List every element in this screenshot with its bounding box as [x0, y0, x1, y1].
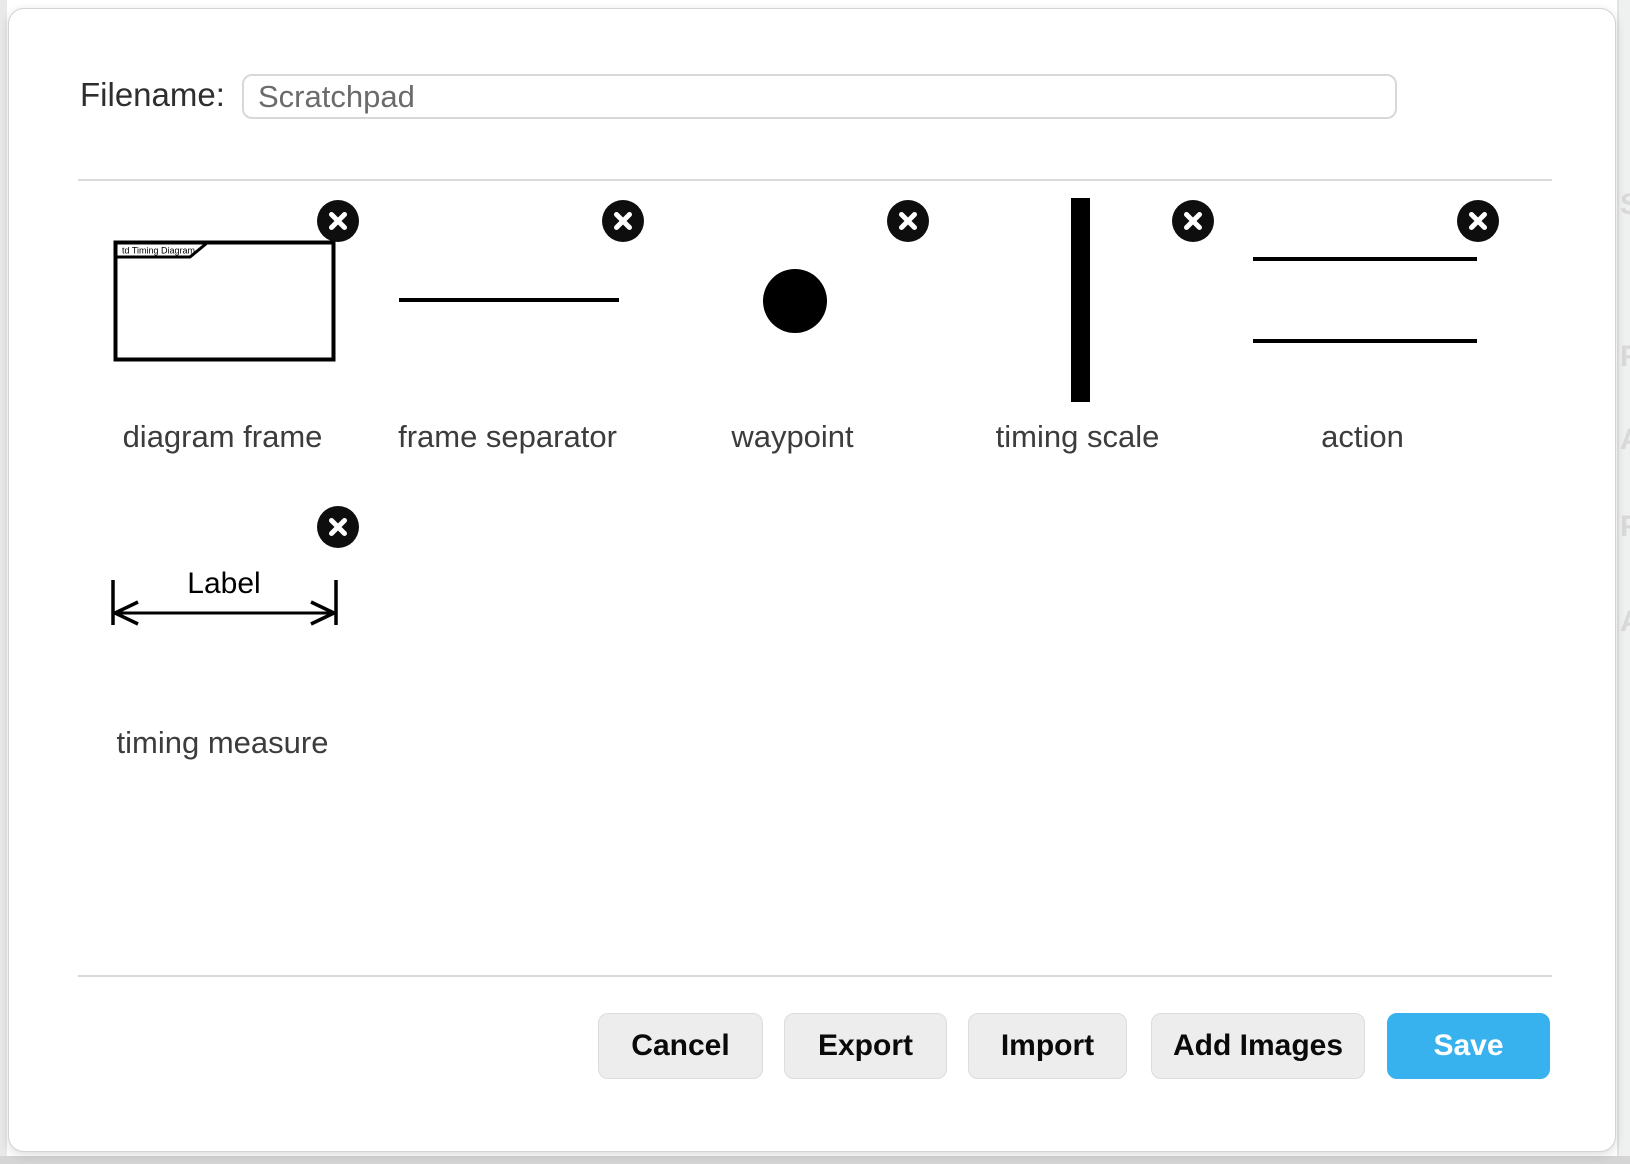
remove-item-button[interactable]	[317, 506, 359, 548]
library-item-diagram-frame[interactable]: td Timing Diagram diagram frame	[80, 190, 365, 496]
image-library-dialog	[8, 8, 1616, 1152]
save-button[interactable]: Save	[1387, 1013, 1550, 1079]
separator-line	[78, 179, 1552, 181]
add-images-button[interactable]: Add Images	[1151, 1013, 1365, 1079]
clipped-background-letter: F	[1620, 340, 1630, 374]
item-label: waypoint	[731, 419, 854, 454]
x-icon	[317, 200, 359, 242]
item-label: timing scale	[995, 419, 1160, 454]
remove-item-button[interactable]	[1457, 200, 1499, 242]
export-button[interactable]: Export	[784, 1013, 947, 1079]
svg-text:td Timing Diagram: td Timing Diagram	[122, 246, 195, 256]
remove-item-button[interactable]	[602, 200, 644, 242]
page-edge-bottom	[0, 1156, 1630, 1164]
frame-separator-icon	[399, 298, 619, 302]
x-icon	[1457, 200, 1499, 242]
item-label: diagram frame	[122, 419, 323, 454]
filename-label: Filename:	[80, 76, 225, 113]
filename-input[interactable]	[242, 74, 1397, 119]
x-icon	[887, 200, 929, 242]
library-item-timing-scale[interactable]: timing scale	[935, 190, 1220, 496]
clipped-background-letter: A	[1620, 423, 1630, 457]
clipped-background-letter: S	[1620, 188, 1630, 222]
item-label: frame separator	[398, 419, 617, 454]
timing-scale-icon	[1071, 198, 1090, 402]
import-button[interactable]: Import	[968, 1013, 1127, 1079]
x-icon	[317, 506, 359, 548]
x-icon	[602, 200, 644, 242]
library-item-timing-measure[interactable]: Label timing measure	[80, 496, 365, 802]
clipped-background-letter: F	[1620, 510, 1630, 544]
diagram-frame-icon: td Timing Diagram	[113, 240, 336, 362]
item-label: timing measure	[116, 725, 329, 760]
x-icon	[1172, 200, 1214, 242]
page-edge-left	[0, 0, 7, 1164]
cancel-button[interactable]: Cancel	[598, 1013, 763, 1079]
svg-text:Label: Label	[187, 567, 260, 600]
separator-line	[78, 975, 1552, 977]
library-item-action[interactable]: action	[1220, 190, 1505, 496]
page-edge-right: S F A F A	[1617, 0, 1630, 1164]
clipped-background-letter: A	[1620, 605, 1630, 639]
timing-measure-icon: Label	[110, 567, 339, 626]
remove-item-button[interactable]	[1172, 200, 1214, 242]
waypoint-icon	[763, 269, 827, 333]
remove-item-button[interactable]	[887, 200, 929, 242]
remove-item-button[interactable]	[317, 200, 359, 242]
library-item-waypoint[interactable]: waypoint	[650, 190, 935, 496]
library-item-frame-separator[interactable]: frame separator	[365, 190, 650, 496]
item-label: action	[1321, 419, 1404, 454]
